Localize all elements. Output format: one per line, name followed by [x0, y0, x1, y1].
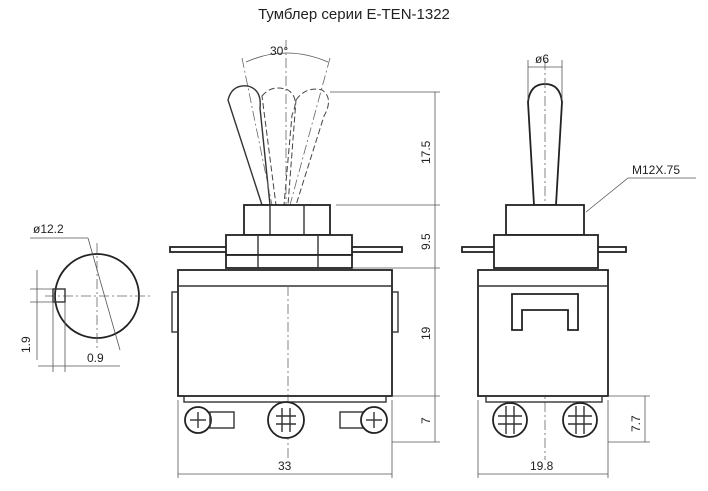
- dim-angle: 30°: [270, 44, 288, 58]
- dim-key: 0.9: [87, 351, 104, 365]
- dim-terminal-height-side: 7.7: [629, 415, 643, 432]
- dim-thread: M12X.75: [632, 163, 680, 177]
- dim-width-side: 19.8: [530, 459, 554, 473]
- dim-terminal-height-front: 7: [419, 417, 433, 424]
- dim-body-height: 19: [419, 326, 433, 340]
- front-view: [169, 40, 440, 478]
- dim-lever-dia: ø6: [535, 52, 549, 66]
- side-view: [461, 60, 696, 478]
- dim-bushing-dia: ø12.2: [33, 222, 64, 236]
- dim-bushing-height: 9.5: [419, 233, 433, 250]
- dim-width-front: 33: [278, 459, 292, 473]
- diagram-title: Тумблер серии E-TEN-1322: [258, 6, 450, 23]
- dim-lever-height: 17.5: [419, 140, 433, 164]
- dim-flat: 1.9: [19, 336, 33, 353]
- end-view: [30, 237, 150, 372]
